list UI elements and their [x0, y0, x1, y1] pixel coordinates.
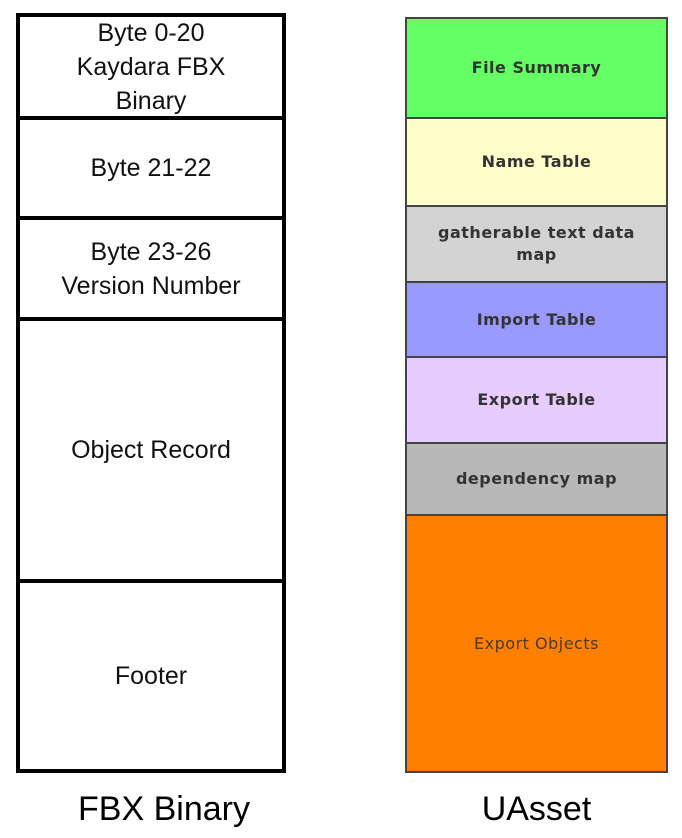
fbx-block-object-record-label: Object Record: [71, 436, 231, 464]
uasset-block-dependency-map: dependency map: [407, 444, 666, 516]
uasset-block-file-summary: File Summary: [407, 19, 666, 119]
fbx-binary-stack: Byte 0-20 Kaydara FBX Binary Byte 21-22 …: [16, 13, 286, 773]
uasset-block-export-table: Export Table: [407, 358, 666, 444]
fbx-block-bytes-21-22-label: Byte 21-22: [90, 154, 212, 182]
uasset-block-export-objects-label: Export Objects: [474, 633, 599, 653]
fbx-block-header-line-2: Kaydara FBX: [76, 52, 226, 81]
fbx-binary-caption: FBX Binary: [78, 790, 250, 828]
uasset-stack: File Summary Name Table gatherable text …: [405, 17, 668, 773]
fbx-block-bytes-21-22: Byte 21-22: [20, 120, 282, 220]
fbx-block-header-line-3: Binary: [115, 86, 187, 115]
fbx-block-object-record: Object Record: [20, 321, 282, 583]
uasset-caption: UAsset: [481, 790, 592, 828]
uasset-block-name-table: Name Table: [407, 119, 666, 207]
fbx-block-header: Byte 0-20 Kaydara FBX Binary: [20, 17, 282, 120]
fbx-block-footer: Footer: [20, 583, 282, 769]
uasset-block-dependency-map-label: dependency map: [455, 469, 618, 488]
fbx-block-version-line-2: Version Number: [61, 271, 241, 300]
uasset-block-file-summary-label: File Summary: [471, 58, 602, 77]
uasset-block-gatherable-text: gatherable text data map: [407, 207, 666, 283]
fbx-block-version-line-1: Byte 23-26: [90, 237, 212, 266]
fbx-block-version: Byte 23-26 Version Number: [20, 220, 282, 321]
fbx-block-footer-label: Footer: [114, 662, 188, 690]
uasset-block-name-table-label: Name Table: [481, 152, 592, 171]
uasset-block-gatherable-text-label: gatherable text data map: [438, 223, 635, 264]
uasset-block-export-objects: Export Objects: [407, 516, 666, 771]
uasset-block-import-table-label: Import Table: [476, 309, 597, 329]
fbx-block-header-line-1: Byte 0-20: [97, 18, 205, 47]
uasset-block-export-table-label: Export Table: [477, 390, 596, 409]
uasset-block-import-table: Import Table: [407, 283, 666, 358]
